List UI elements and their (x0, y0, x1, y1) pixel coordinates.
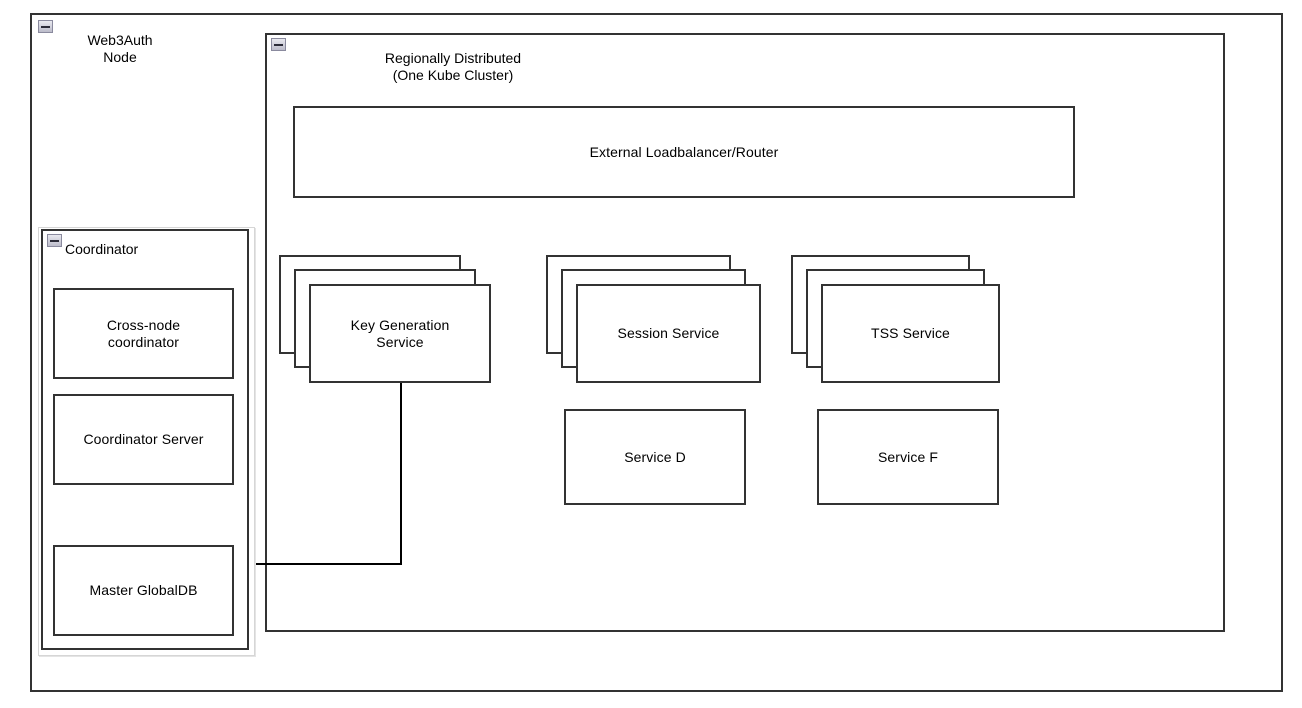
connector-keygen-to-masterdb-vertical (400, 383, 402, 565)
session-service-instance-1[interactable]: Session Service (576, 284, 761, 383)
node-cross-node-coordinator[interactable]: Cross-node coordinator (53, 288, 234, 379)
node-key-generation-service-stack[interactable]: Key Generation Service (279, 255, 494, 383)
node-label-master-globaldb: Master GlobalDB (89, 582, 198, 598)
collapse-minus-icon-regionally-distributed[interactable] (271, 38, 286, 51)
collapse-minus-icon-web3auth-node[interactable] (38, 20, 53, 33)
node-coordinator-server[interactable]: Coordinator Server (53, 394, 234, 485)
connector-keygen-to-masterdb-horizontal (242, 563, 402, 565)
node-label-cross-node-coordinator: Cross-node coordinator (106, 316, 181, 350)
node-label-external-loadbalancer-router: External Loadbalancer/Router (589, 143, 779, 160)
node-service-d[interactable]: Service D (564, 409, 746, 505)
node-label-tss-service: TSS Service (871, 325, 950, 341)
node-label-session-service: Session Service (617, 325, 720, 341)
node-label-coordinator-server: Coordinator Server (83, 431, 204, 447)
node-label-service-d: Service D (624, 448, 686, 465)
node-label-service-f: Service F (877, 448, 939, 465)
container-label-web3auth-node: Web3Auth Node (87, 32, 153, 65)
collapse-minus-icon-coordinator[interactable] (47, 234, 62, 247)
container-label-regionally-distributed: Regionally Distributed (One Kube Cluster… (384, 50, 522, 83)
node-external-loadbalancer-router[interactable]: External Loadbalancer/Router (293, 106, 1075, 198)
tss-service-instance-1[interactable]: TSS Service (821, 284, 1000, 383)
node-session-service-stack[interactable]: Session Service (546, 255, 764, 383)
container-label-coordinator: Coordinator (65, 241, 139, 257)
node-label-key-generation-service: Key Generation Service (350, 316, 450, 350)
node-tss-service-stack[interactable]: TSS Service (791, 255, 1003, 383)
node-master-globaldb[interactable]: Master GlobalDB (53, 545, 234, 636)
node-service-f[interactable]: Service F (817, 409, 999, 505)
key-generation-service-instance-1[interactable]: Key Generation Service (309, 284, 491, 383)
